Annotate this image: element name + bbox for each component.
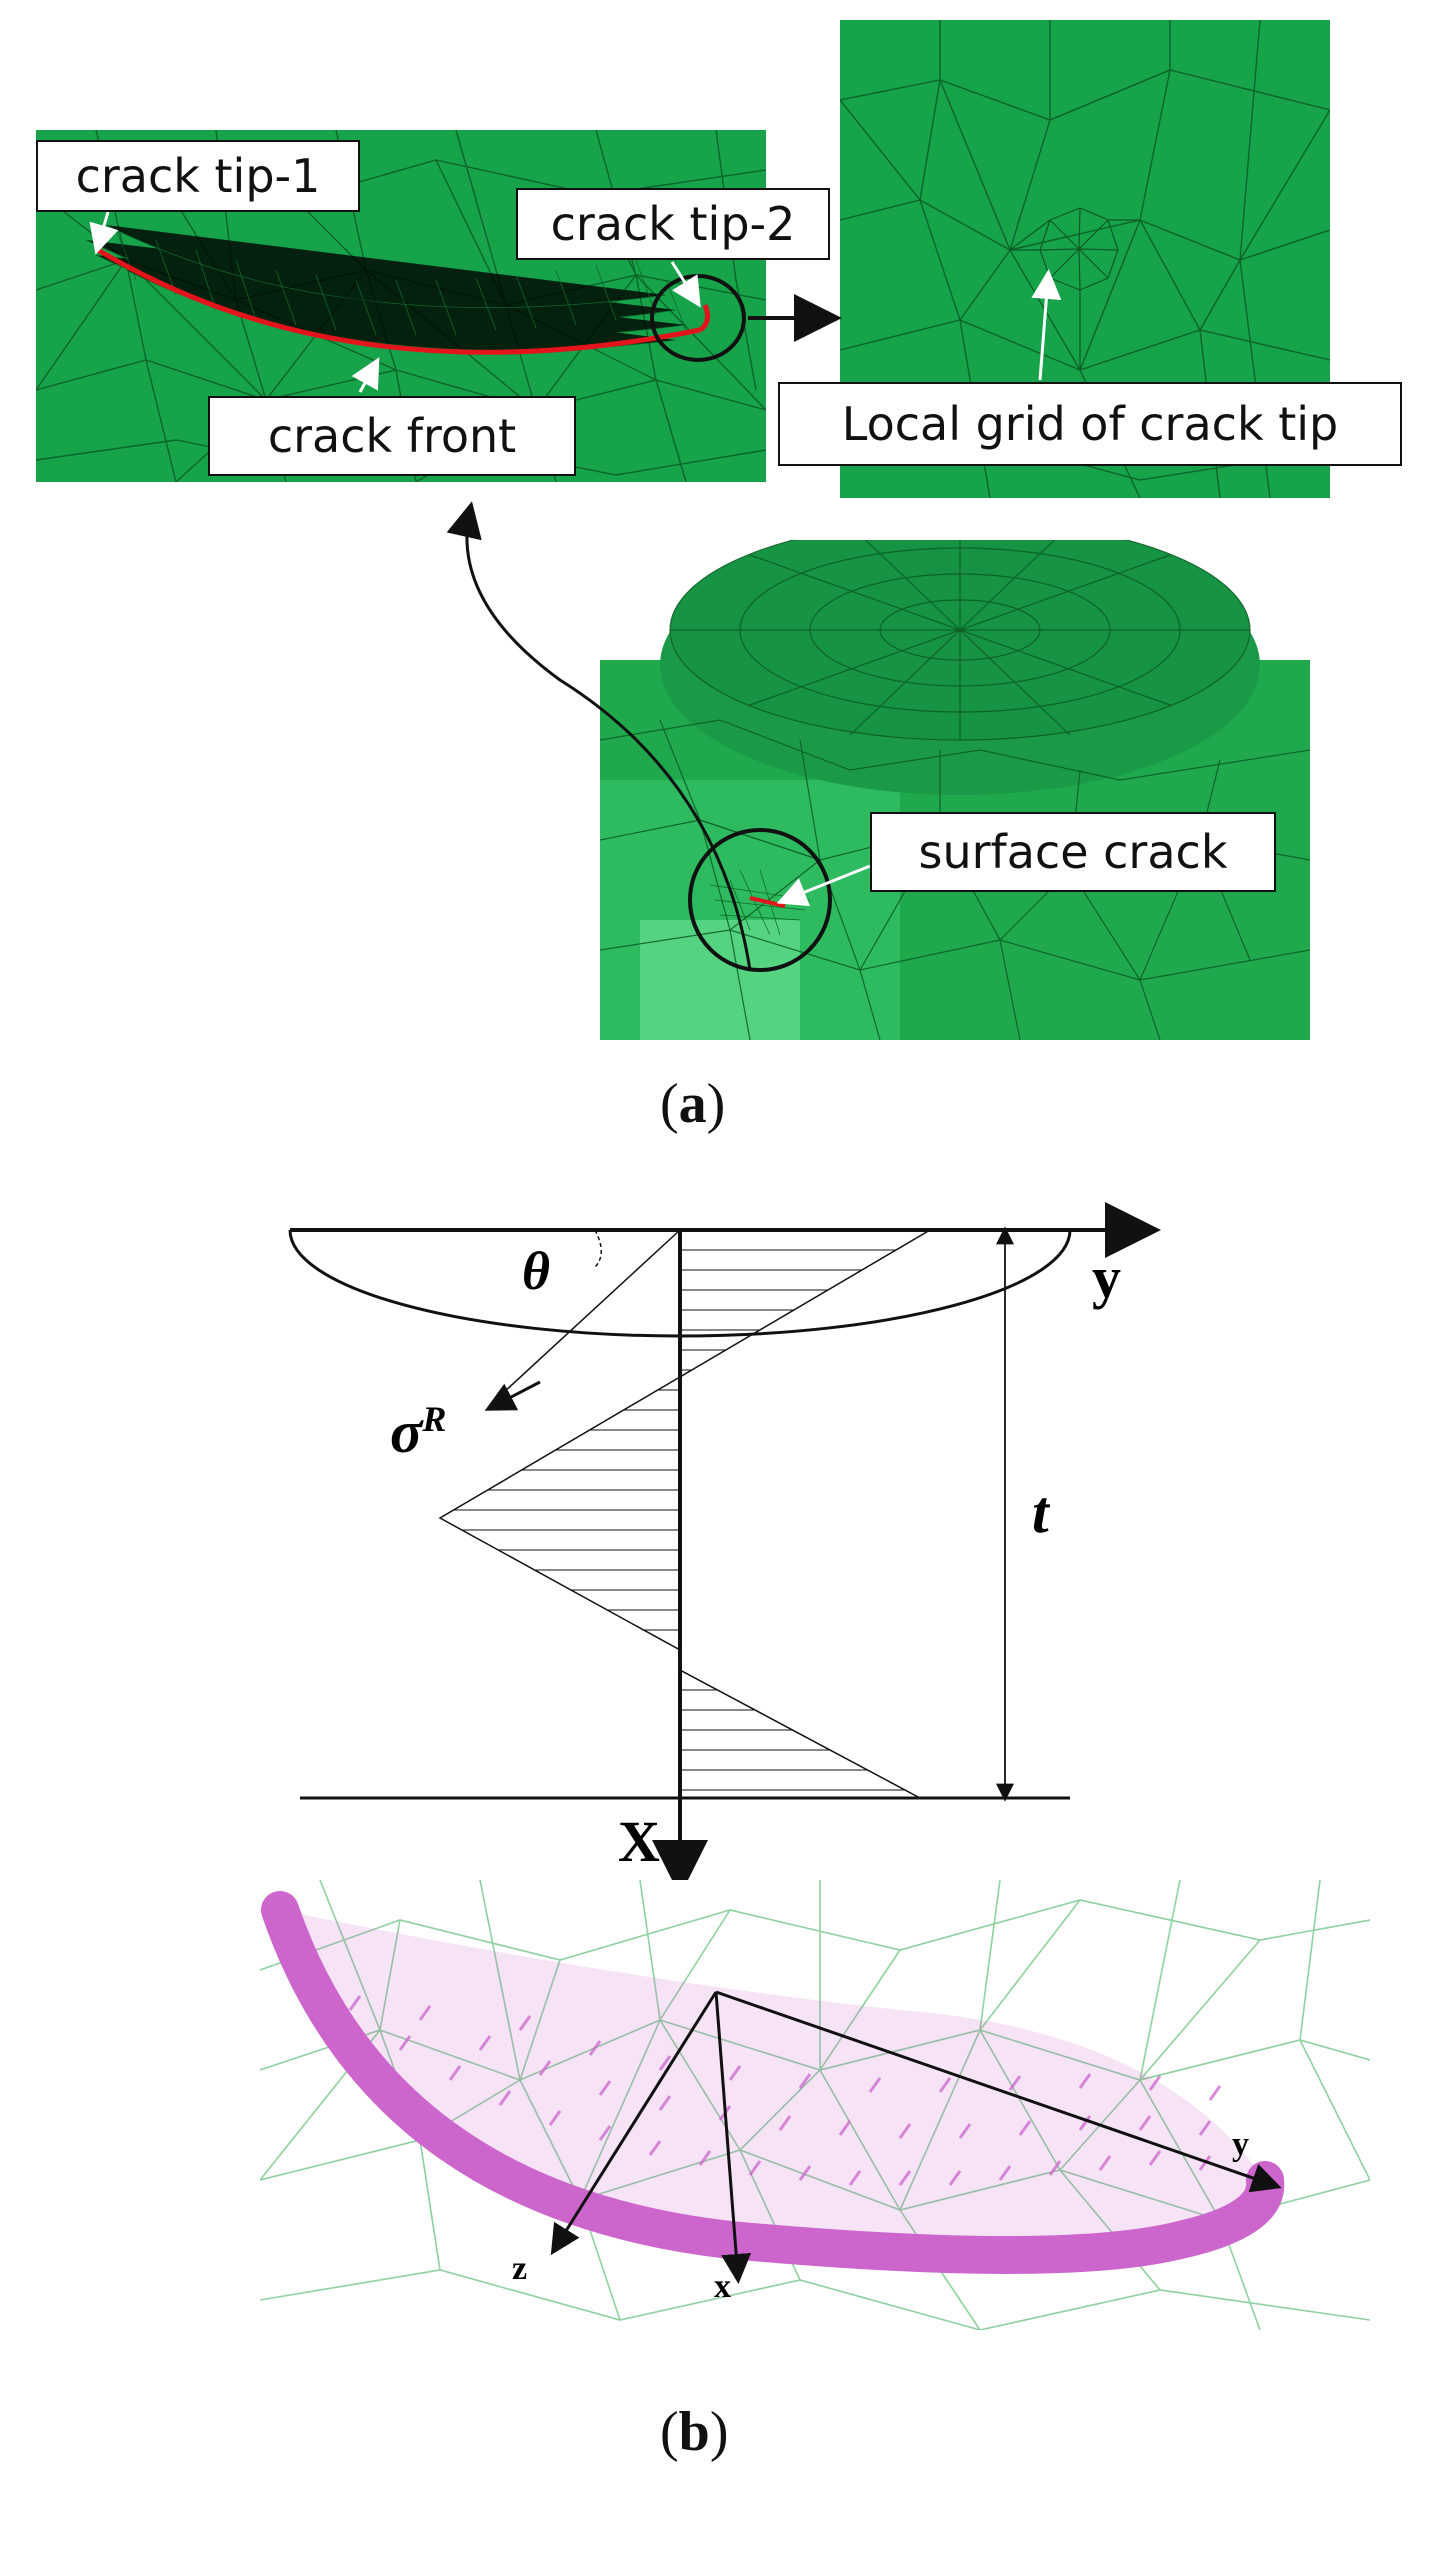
callout-local-grid: Local grid of crack tip (778, 382, 1402, 466)
callout-crack-tip-1: crack tip-1 (36, 140, 360, 212)
x-axis-label: X (618, 1809, 660, 1874)
sigma-r-label: σR (390, 1399, 447, 1465)
local-x-axis (714, 1991, 752, 2284)
theta-label: θ (522, 1241, 551, 1301)
local-y-axis (715, 1990, 1282, 2193)
thickness-label: t (1032, 1479, 1049, 1545)
surface-to-detail-arrow (446, 501, 752, 971)
crack-front-mesh-lines (36, 130, 766, 482)
local-y-label: y (1232, 2126, 1249, 2163)
local-z-axis (550, 1991, 718, 2256)
crack-front-elements-view (260, 1880, 1370, 2330)
local-z-label: z (512, 2250, 528, 2287)
crack-front-pink-band (261, 1891, 1285, 2274)
stress-profile (438, 1229, 933, 1799)
crack-front-elements (260, 1880, 1370, 2330)
y-axis-label: y (1092, 1245, 1121, 1310)
stress-hatching (454, 1249, 906, 1791)
panel-b-label: (b) (660, 2401, 729, 2463)
callout-crack-tip-2: crack tip-2 (516, 188, 830, 260)
crack-elements-dashes (348, 1995, 1222, 2186)
panel-a-connectors (89, 211, 1062, 971)
callout-surface-crack: surface crack (870, 812, 1276, 892)
crack-tip-2-circle (650, 274, 746, 362)
residual-stress-diagram (288, 1202, 1161, 1896)
local-x-label: x (714, 2268, 731, 2305)
panel-a-label: (a) (660, 1073, 726, 1135)
crack-front-curve (96, 247, 701, 355)
callout-crack-front: crack front (208, 396, 576, 476)
